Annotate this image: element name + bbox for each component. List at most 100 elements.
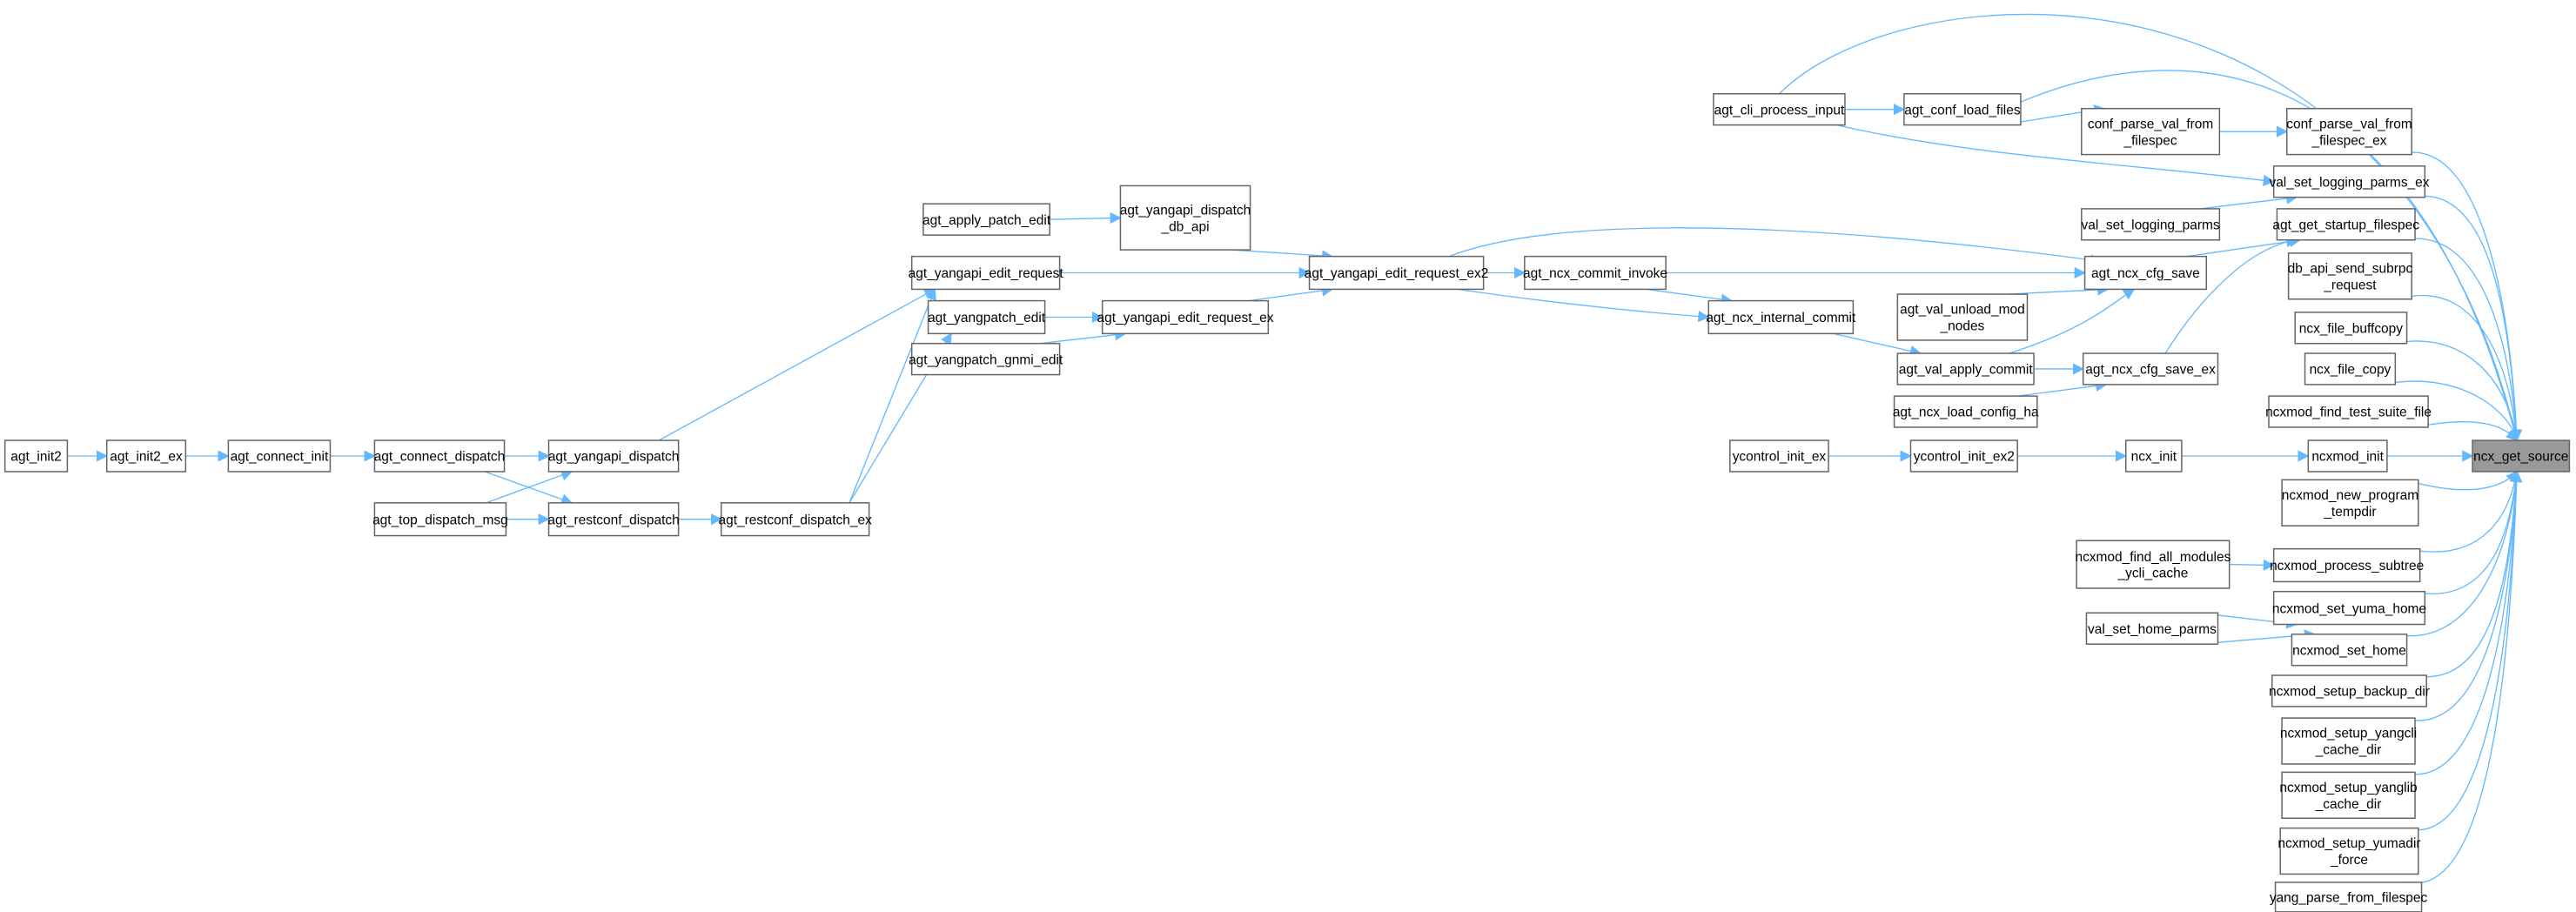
node-box: [1524, 255, 1667, 291]
edge-ncxmod_setup_backup_dir-to-ncx_get_source: [2412, 470, 2522, 678]
node-label: ncxmod_setup_backup_dir: [2269, 685, 2430, 700]
node-box: [373, 502, 507, 537]
focus-node-ncx_get_source[interactable]: ncx_get_source: [2472, 439, 2571, 473]
edge-agt_ncx_cfg_save-to-agt_get_startup_filespec: [2186, 235, 2302, 258]
node-yang_parse_from_filespec[interactable]: yang_parse_from_filespec: [2270, 882, 2428, 912]
node-agt_yangapi_edit_request_ex2[interactable]: agt_yangapi_edit_request_ex2: [1305, 255, 1489, 291]
node-agt_ncx_cfg_save_ex[interactable]: agt_ncx_cfg_save_ex: [2082, 352, 2219, 386]
node-ncx_file_copy[interactable]: ncx_file_copy: [2304, 352, 2397, 386]
node-agt_connect_dispatch[interactable]: agt_connect_dispatch: [373, 439, 506, 473]
node-agt_yangapi_dispatch_db_api[interactable]: agt_yangapi_dispatch_db_api: [1119, 184, 1251, 251]
node-conf_parse_val_from_filespec_ex[interactable]: conf_parse_val_from_filespec_ex: [2286, 107, 2412, 156]
node-box: [2272, 165, 2426, 198]
node-ycontrol_init_ex[interactable]: ycontrol_init_ex: [1729, 439, 1829, 473]
node-agt_yangapi_dispatch[interactable]: agt_yangapi_dispatch: [547, 439, 680, 473]
node-agt_conf_load_files[interactable]: agt_conf_load_files: [1903, 92, 2022, 126]
node-val_set_logging_parms_ex[interactable]: val_set_logging_parms_ex: [2269, 165, 2430, 198]
node-agt_yangapi_edit_request_ex[interactable]: agt_yangapi_edit_request_ex: [1097, 299, 1274, 335]
node-ncxmod_setup_yanglib_cache_dir[interactable]: ncxmod_setup_yanglib_cache_dir: [2279, 771, 2418, 820]
edge-agt_yangapi_edit_request_ex2-to-agt_ncx_internal_commit: [1457, 288, 1710, 323]
node-conf_parse_val_from_filespec[interactable]: conf_parse_val_from_filespec: [2081, 107, 2221, 156]
node-box: [1713, 92, 1846, 126]
node-ncx_init[interactable]: ncx_init: [2125, 439, 2183, 473]
node-agt_yangpatch_edit[interactable]: agt_yangpatch_edit: [927, 299, 1046, 335]
node-agt_apply_patch_edit[interactable]: agt_apply_patch_edit: [922, 203, 1051, 236]
edge-agt_conf_load_files-to-ncx_get_source: [2020, 70, 2520, 442]
node-label: ycontrol_init_ex2: [1914, 450, 2015, 465]
node-label: agt_ncx_load_config_ha: [1893, 406, 2039, 420]
node-db_api_send_subrpc_request[interactable]: db_api_send_subrpc_request: [2288, 252, 2413, 300]
node-agt_yangpatch_gnmi_edit[interactable]: agt_yangpatch_gnmi_edit: [909, 342, 1063, 376]
node-label: conf_parse_val_from: [2286, 117, 2412, 131]
node-label: yang_parse_from_filespec: [2270, 891, 2428, 906]
node-ncxmod_setup_yumadir_force[interactable]: ncxmod_setup_yumadir_force: [2277, 827, 2421, 875]
node-label: agt_ncx_internal_commit: [1706, 311, 1856, 325]
edge-val_set_logging_parms-to-val_set_logging_parms_ex: [2199, 192, 2298, 210]
edge-yang_parse_from_filespec-to-ncx_get_source: [2408, 470, 2523, 884]
node-box: [2085, 612, 2219, 645]
node-box: [2294, 312, 2408, 345]
node-box: [105, 439, 187, 473]
node-ncxmod_find_all_modules_ycli_cache[interactable]: ncxmod_find_all_modules_ycli_cache: [2075, 540, 2231, 589]
node-agt_ncx_load_config_ha[interactable]: agt_ncx_load_config_ha: [1893, 395, 2039, 428]
node-ncxmod_find_test_suite_file[interactable]: ncxmod_find_test_suite_file: [2265, 395, 2432, 428]
node-box: [910, 342, 1061, 376]
node-ncx_file_buffcopy[interactable]: ncx_file_buffcopy: [2294, 312, 2408, 345]
node-label: _cache_dir: [2315, 797, 2382, 812]
node-label: ncxmod_find_all_modules: [2075, 550, 2231, 565]
node-label: val_set_home_parms: [2088, 622, 2217, 637]
node-ncxmod_process_subtree[interactable]: ncxmod_process_subtree: [2270, 547, 2424, 583]
node-box: [2304, 352, 2397, 386]
node-label: agt_yangapi_edit_request_ex2: [1305, 266, 1489, 281]
node-agt_connect_init[interactable]: agt_connect_init: [227, 439, 332, 473]
node-agt_yangapi_edit_request[interactable]: agt_yangapi_edit_request: [909, 255, 1064, 291]
node-box: [1119, 184, 1251, 251]
node-ncxmod_setup_backup_dir[interactable]: ncxmod_setup_backup_dir: [2269, 674, 2430, 707]
node-agt_init2[interactable]: agt_init2: [3, 439, 69, 473]
node-agt_val_apply_commit[interactable]: agt_val_apply_commit: [1896, 352, 2035, 386]
node-val_set_logging_parms[interactable]: val_set_logging_parms: [2081, 208, 2221, 241]
node-ncxmod_set_yuma_home[interactable]: ncxmod_set_yuma_home: [2272, 590, 2426, 626]
node-ncxmod_set_home[interactable]: ncxmod_set_home: [2291, 634, 2408, 667]
node-agt_ncx_commit_invoke[interactable]: agt_ncx_commit_invoke: [1523, 255, 1667, 291]
node-agt_ncx_internal_commit[interactable]: agt_ncx_internal_commit: [1706, 299, 1856, 335]
node-agt_restconf_dispatch_ex[interactable]: agt_restconf_dispatch_ex: [719, 502, 873, 537]
node-label: agt_val_apply_commit: [1899, 363, 2034, 378]
node-agt_init2_ex[interactable]: agt_init2_ex: [105, 439, 187, 473]
node-box: [2076, 540, 2231, 589]
node-agt_top_dispatch_msg[interactable]: agt_top_dispatch_msg: [372, 502, 508, 537]
node-box: [2081, 107, 2221, 156]
node-box: [1903, 92, 2022, 126]
node-agt_restconf_dispatch[interactable]: agt_restconf_dispatch: [547, 502, 680, 537]
node-agt_cli_process_input[interactable]: agt_cli_process_input: [1713, 92, 1846, 126]
node-agt_get_startup_filespec[interactable]: agt_get_startup_filespec: [2272, 208, 2419, 241]
node-label: agt_restconf_dispatch_ex: [719, 513, 873, 527]
edges-layer: [67, 13, 2523, 884]
node-label: agt_cli_process_input: [1714, 103, 1845, 117]
node-box: [2286, 107, 2412, 156]
edge-agt_ncx_commit_invoke-to-agt_ncx_internal_commit: [1646, 288, 1734, 305]
edge-ncxmod_find_all_modules_ycli_cache-to-ncxmod_process_subtree: [2229, 559, 2275, 571]
node-val_set_home_parms[interactable]: val_set_home_parms: [2085, 612, 2219, 645]
node-box: [547, 502, 680, 537]
node-agt_val_unload_mod_nodes[interactable]: agt_val_unload_mod_nodes: [1896, 293, 2029, 341]
edge-agt_restconf_dispatch_ex-to-agt_yangapi_edit_request: [849, 288, 936, 504]
node-label: agt_yangapi_edit_request: [909, 266, 1064, 281]
edge-agt_yangapi_dispatch-to-agt_yangapi_edit_request: [658, 288, 936, 441]
node-box: [2281, 771, 2416, 820]
node-label: ncxmod_process_subtree: [2270, 559, 2424, 573]
node-label: _nodes: [1940, 319, 1985, 334]
node-box: [1909, 439, 2018, 473]
node-label: val_set_logging_parms_ex: [2269, 175, 2429, 190]
node-box: [1729, 439, 1829, 473]
node-ncxmod_new_program_tempdir[interactable]: ncxmod_new_program_tempdir: [2281, 479, 2419, 526]
node-ncxmod_setup_yangcli_cache_dir[interactable]: ncxmod_setup_yangcli_cache_dir: [2280, 717, 2417, 765]
node-box: [2271, 674, 2427, 707]
node-ncxmod_init[interactable]: ncxmod_init: [2307, 439, 2388, 473]
node-box: [2081, 208, 2221, 241]
node-agt_ncx_cfg_save[interactable]: agt_ncx_cfg_save: [2083, 255, 2208, 291]
node-box: [2472, 439, 2571, 473]
node-ycontrol_init_ex2[interactable]: ycontrol_init_ex2: [1909, 439, 2018, 473]
node-box: [1707, 299, 1855, 335]
